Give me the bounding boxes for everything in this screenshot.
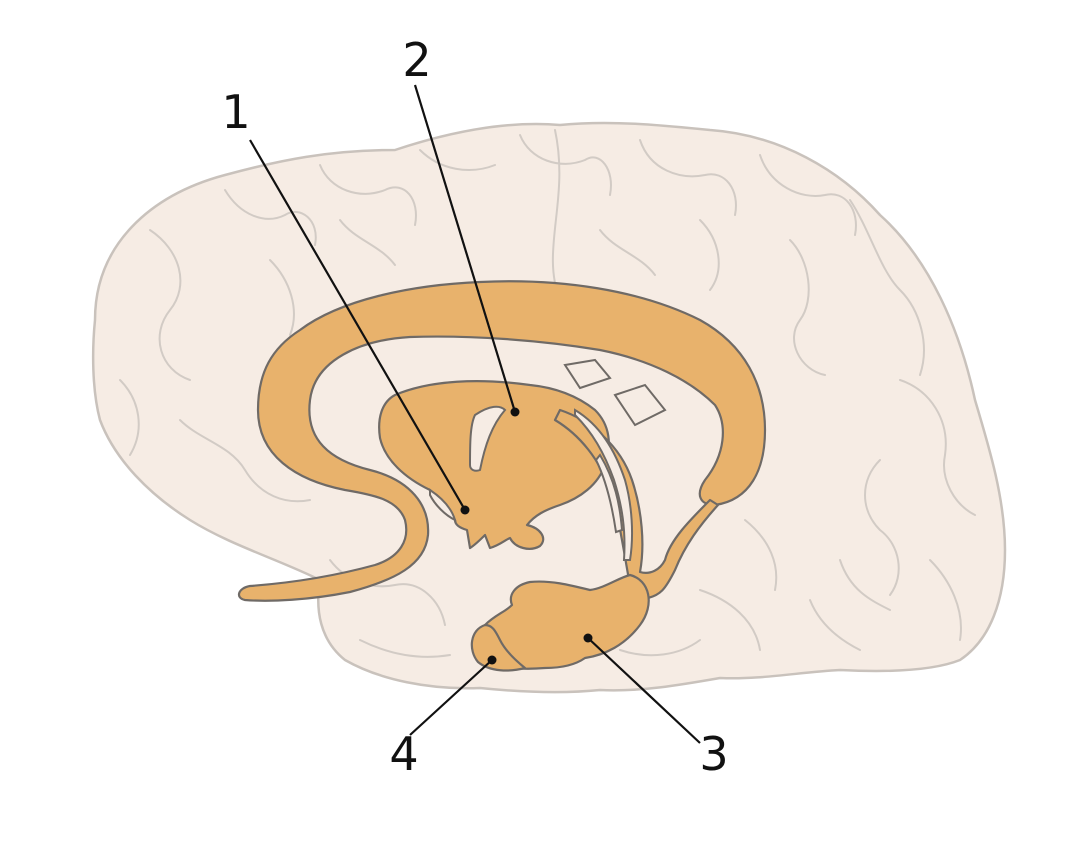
ventricular-system: [237, 280, 767, 672]
gap-left-wedge: [429, 488, 457, 522]
leader-line-3: [587, 637, 701, 744]
leader-line-2: [413, 84, 517, 413]
lateral-ventricle: [237, 280, 767, 602]
gap-upper-1: [563, 358, 612, 390]
gap-duct-2: [594, 453, 624, 534]
leader-dot-1: [460, 505, 470, 515]
leader-line-1: [249, 139, 466, 511]
leader-dot-2: [510, 407, 520, 417]
leader-dot-4: [487, 655, 497, 665]
gap-upper-2: [613, 383, 667, 427]
leader-dot-3: [583, 633, 593, 643]
gyri-lines: [119, 129, 976, 658]
label-3: 3: [699, 727, 728, 781]
label-4: 4: [389, 727, 418, 781]
inferior-horn: [470, 623, 527, 672]
label-2: 2: [402, 33, 431, 87]
label-1: 1: [221, 85, 250, 139]
gap-duct-1: [574, 408, 634, 561]
number-labels: 1 2 3 4: [221, 33, 728, 781]
leader-lines: [249, 84, 701, 744]
leader-line-4: [409, 659, 493, 736]
gap-central: [468, 405, 507, 472]
